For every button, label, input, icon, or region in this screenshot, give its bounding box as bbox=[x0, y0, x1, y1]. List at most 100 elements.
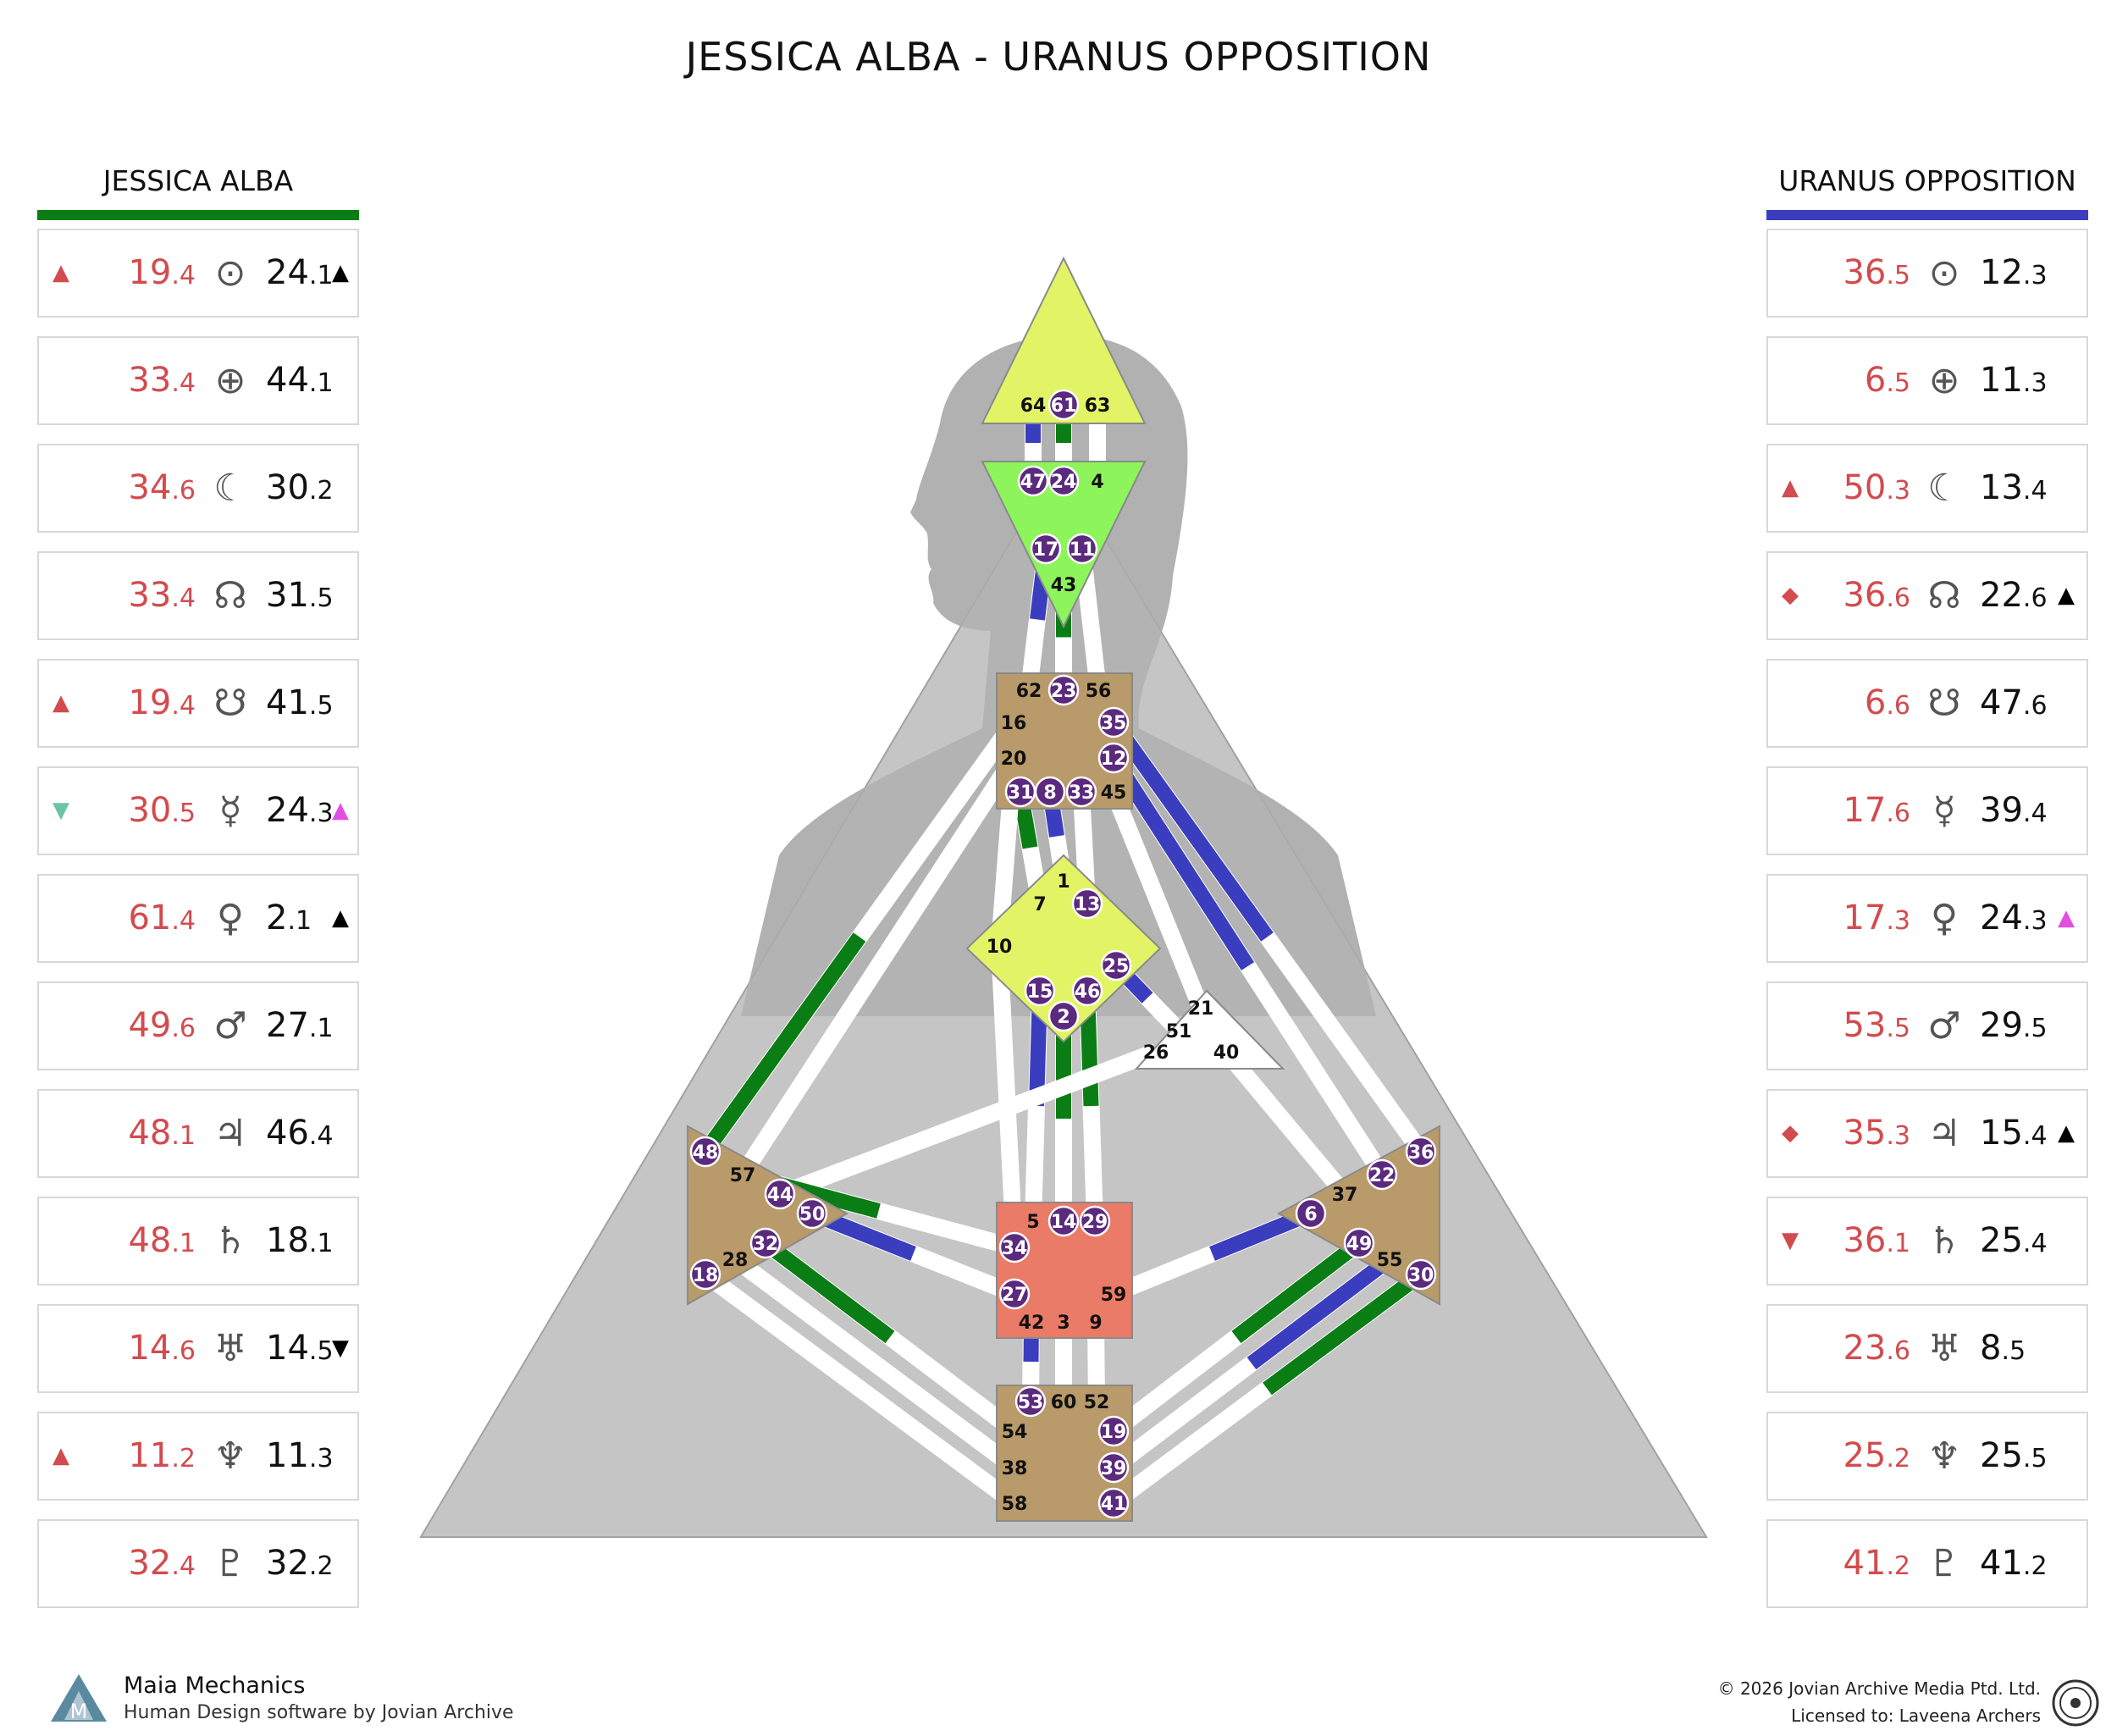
channel-half-49 bbox=[1231, 1236, 1364, 1344]
design-activation: 48.1 bbox=[128, 1114, 196, 1153]
design-activation: 6.6 bbox=[1864, 683, 1910, 722]
footer-brand: M Maia Mechanics Human Design software b… bbox=[49, 1672, 514, 1723]
personality-arrow-icon bbox=[323, 1198, 357, 1284]
gate-30-label: 30 bbox=[1408, 1265, 1434, 1286]
left-row-pluto: 32.4♇32.2 bbox=[37, 1519, 359, 1608]
south-node-icon: ☋ bbox=[213, 682, 247, 725]
gate-38-label: 38 bbox=[1002, 1458, 1028, 1479]
left-row-jupiter: 48.1♃46.4 bbox=[37, 1089, 359, 1178]
design-activation: 33.4 bbox=[128, 361, 196, 400]
neptune-icon: ♆ bbox=[213, 1435, 247, 1478]
personality-arrow-icon bbox=[2049, 661, 2083, 746]
gate-46-active-marker bbox=[1071, 975, 1103, 1007]
jovian-seal-icon bbox=[2052, 1679, 2099, 1727]
personality-activation: 25.4 bbox=[1980, 1221, 2048, 1260]
left-color-bar bbox=[37, 210, 359, 220]
gate-17-active-marker bbox=[1030, 533, 1062, 565]
personality-activation: 24.3 bbox=[266, 791, 334, 830]
gate-15: 15 bbox=[1024, 975, 1056, 1007]
gate-14-active-marker bbox=[1047, 1205, 1080, 1237]
gate-14-label: 14 bbox=[1051, 1212, 1077, 1233]
design-activation: 41.2 bbox=[1843, 1544, 1910, 1583]
personality-activation: 41.2 bbox=[1980, 1544, 2048, 1583]
gate-12-label: 12 bbox=[1101, 749, 1127, 770]
personality-arrow-icon bbox=[2049, 1306, 2083, 1391]
moon-icon: ☾ bbox=[213, 467, 247, 510]
design-arrow-icon: ▲ bbox=[1782, 475, 1799, 500]
design-arrow-icon: ▲ bbox=[53, 1443, 69, 1468]
design-arrow-icon bbox=[1773, 983, 1807, 1069]
personality-arrow-icon bbox=[323, 445, 357, 531]
gate-25-active-marker bbox=[1100, 949, 1132, 981]
personality-activation: 11.3 bbox=[266, 1436, 334, 1475]
gate-44-active-marker bbox=[764, 1178, 796, 1210]
gate-29-label: 29 bbox=[1082, 1212, 1108, 1233]
north-node-icon: ☊ bbox=[1927, 574, 1961, 617]
gate-39-label: 39 bbox=[1101, 1458, 1127, 1479]
gate-29-active-marker bbox=[1079, 1205, 1111, 1237]
personality-activation: 29.5 bbox=[1980, 1006, 2048, 1045]
design-arrow-icon bbox=[1773, 768, 1807, 854]
design-activation: 25.2 bbox=[1843, 1436, 1910, 1475]
gate-3-label: 3 bbox=[1057, 1313, 1070, 1334]
gate-57-label: 57 bbox=[730, 1165, 756, 1186]
design-activation: 35.3 bbox=[1843, 1114, 1910, 1153]
gate-8-active-marker bbox=[1034, 776, 1066, 808]
design-arrow-icon: ▼ bbox=[53, 798, 69, 823]
personality-arrow-icon bbox=[2049, 338, 2083, 423]
gate-16-label: 16 bbox=[1001, 713, 1027, 734]
right-row-earth: 6.5⊕11.3 bbox=[1766, 336, 2088, 425]
gate-13-label: 13 bbox=[1075, 894, 1101, 915]
gate-9: 9 bbox=[1089, 1313, 1102, 1334]
maia-logo-icon: M bbox=[51, 1674, 107, 1723]
gate-43: 43 bbox=[1051, 575, 1077, 596]
personality-arrow-icon bbox=[323, 983, 357, 1069]
gate-19-active-marker bbox=[1097, 1415, 1130, 1447]
left-row-venus: 61.4♀2.1▲ bbox=[37, 874, 359, 963]
gate-57: 57 bbox=[730, 1165, 756, 1186]
gate-35-label: 35 bbox=[1101, 713, 1127, 734]
gate-40: 40 bbox=[1213, 1042, 1240, 1064]
design-arrow-icon bbox=[1773, 1521, 1807, 1606]
gate-31-label: 31 bbox=[1008, 782, 1034, 804]
design-activation: 36.1 bbox=[1843, 1221, 1910, 1260]
left-row-mars: 49.6♂27.1 bbox=[37, 981, 359, 1070]
gate-20-label: 20 bbox=[1001, 749, 1027, 770]
gate-7: 7 bbox=[1033, 894, 1046, 915]
gate-48: 48 bbox=[689, 1136, 721, 1168]
personality-activation: 15.4 bbox=[1980, 1114, 2048, 1153]
right-row-uranus: 23.6♅8.5 bbox=[1766, 1304, 2088, 1393]
mars-icon: ♂ bbox=[1927, 1004, 1961, 1048]
design-arrow-icon bbox=[44, 876, 78, 961]
design-activation: 49.6 bbox=[128, 1006, 196, 1045]
gate-17-label: 17 bbox=[1033, 539, 1059, 561]
personality-activation: 18.1 bbox=[266, 1221, 334, 1260]
personality-activation: 30.2 bbox=[266, 468, 334, 507]
design-activation: 19.4 bbox=[128, 683, 196, 722]
gate-13-active-marker bbox=[1071, 887, 1103, 920]
gate-22-label: 22 bbox=[1369, 1165, 1396, 1186]
gate-52: 52 bbox=[1084, 1392, 1110, 1413]
pluto-icon: ♇ bbox=[1927, 1542, 1961, 1585]
personality-activation: 39.4 bbox=[1980, 791, 2048, 830]
personality-activation: 22.6 bbox=[1980, 576, 2048, 615]
gate-27: 27 bbox=[998, 1278, 1031, 1310]
gate-53-label: 53 bbox=[1018, 1392, 1044, 1413]
right-color-bar bbox=[1766, 210, 2088, 220]
gate-28: 28 bbox=[722, 1250, 749, 1271]
personality-arrow-icon bbox=[2049, 768, 2083, 854]
center-g bbox=[965, 854, 1162, 1043]
gate-50-active-marker bbox=[796, 1197, 828, 1230]
design-activation: 30.5 bbox=[128, 791, 196, 830]
personality-activation: 8.5 bbox=[1980, 1329, 2026, 1368]
personality-arrow-icon: ▲ bbox=[2058, 1120, 2075, 1146]
gate-32-label: 32 bbox=[753, 1234, 779, 1255]
gate-32-active-marker bbox=[749, 1227, 782, 1259]
gate-62: 62 bbox=[1016, 681, 1042, 702]
gate-38: 38 bbox=[1002, 1458, 1028, 1479]
gate-27-active-marker bbox=[998, 1278, 1031, 1310]
copyright: © 2026 Jovian Archive Media Ptd. Ltd. bbox=[1717, 1678, 2041, 1699]
gate-9-label: 9 bbox=[1089, 1313, 1102, 1334]
gate-12: 12 bbox=[1097, 742, 1130, 774]
